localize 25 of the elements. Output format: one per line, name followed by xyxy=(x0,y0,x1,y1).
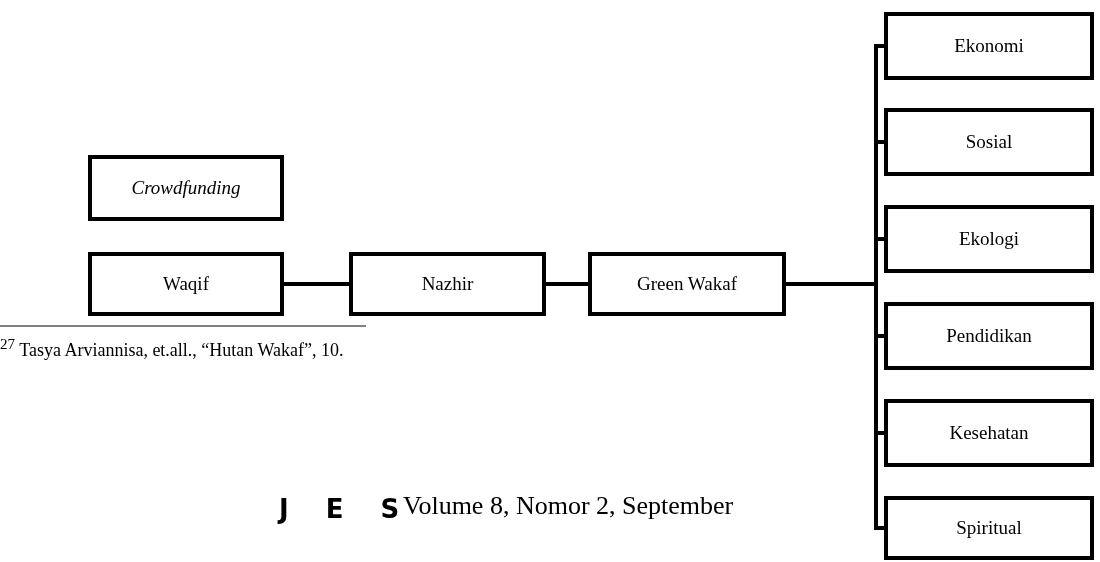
connector-line xyxy=(786,282,884,530)
footnote-text: $^{27}$ Tasya Arviannisa, et.all., “Hutan Wakaf”, 10. xyxy=(0,336,344,361)
process-box xyxy=(884,399,1094,467)
process-box xyxy=(884,12,1094,80)
box-label: Kesehatan xyxy=(949,422,1029,444)
box-label: Crowdfunding xyxy=(131,177,241,199)
journal-issue-text: Volume 8, Nomor 2, September xyxy=(403,491,734,521)
connector-line xyxy=(546,282,588,286)
process-box xyxy=(884,496,1094,560)
process-box xyxy=(88,155,284,221)
box-label: Pendidikan xyxy=(946,325,1032,347)
connector-line xyxy=(284,282,349,286)
box-label: Ekologi xyxy=(958,228,1020,250)
process-box xyxy=(588,252,786,316)
box-label: Spiritual xyxy=(956,517,1022,539)
process-box xyxy=(884,302,1094,370)
process-box xyxy=(884,205,1094,273)
box-label: Green Wakaf xyxy=(637,273,737,295)
process-box xyxy=(349,252,546,316)
process-box xyxy=(884,108,1094,176)
box-label: Waqif xyxy=(163,273,209,295)
box-label: Ekonomi xyxy=(954,35,1024,57)
box-label: Sosial xyxy=(965,131,1013,153)
box-label: Nazhir xyxy=(421,273,474,295)
process-box xyxy=(88,252,284,316)
